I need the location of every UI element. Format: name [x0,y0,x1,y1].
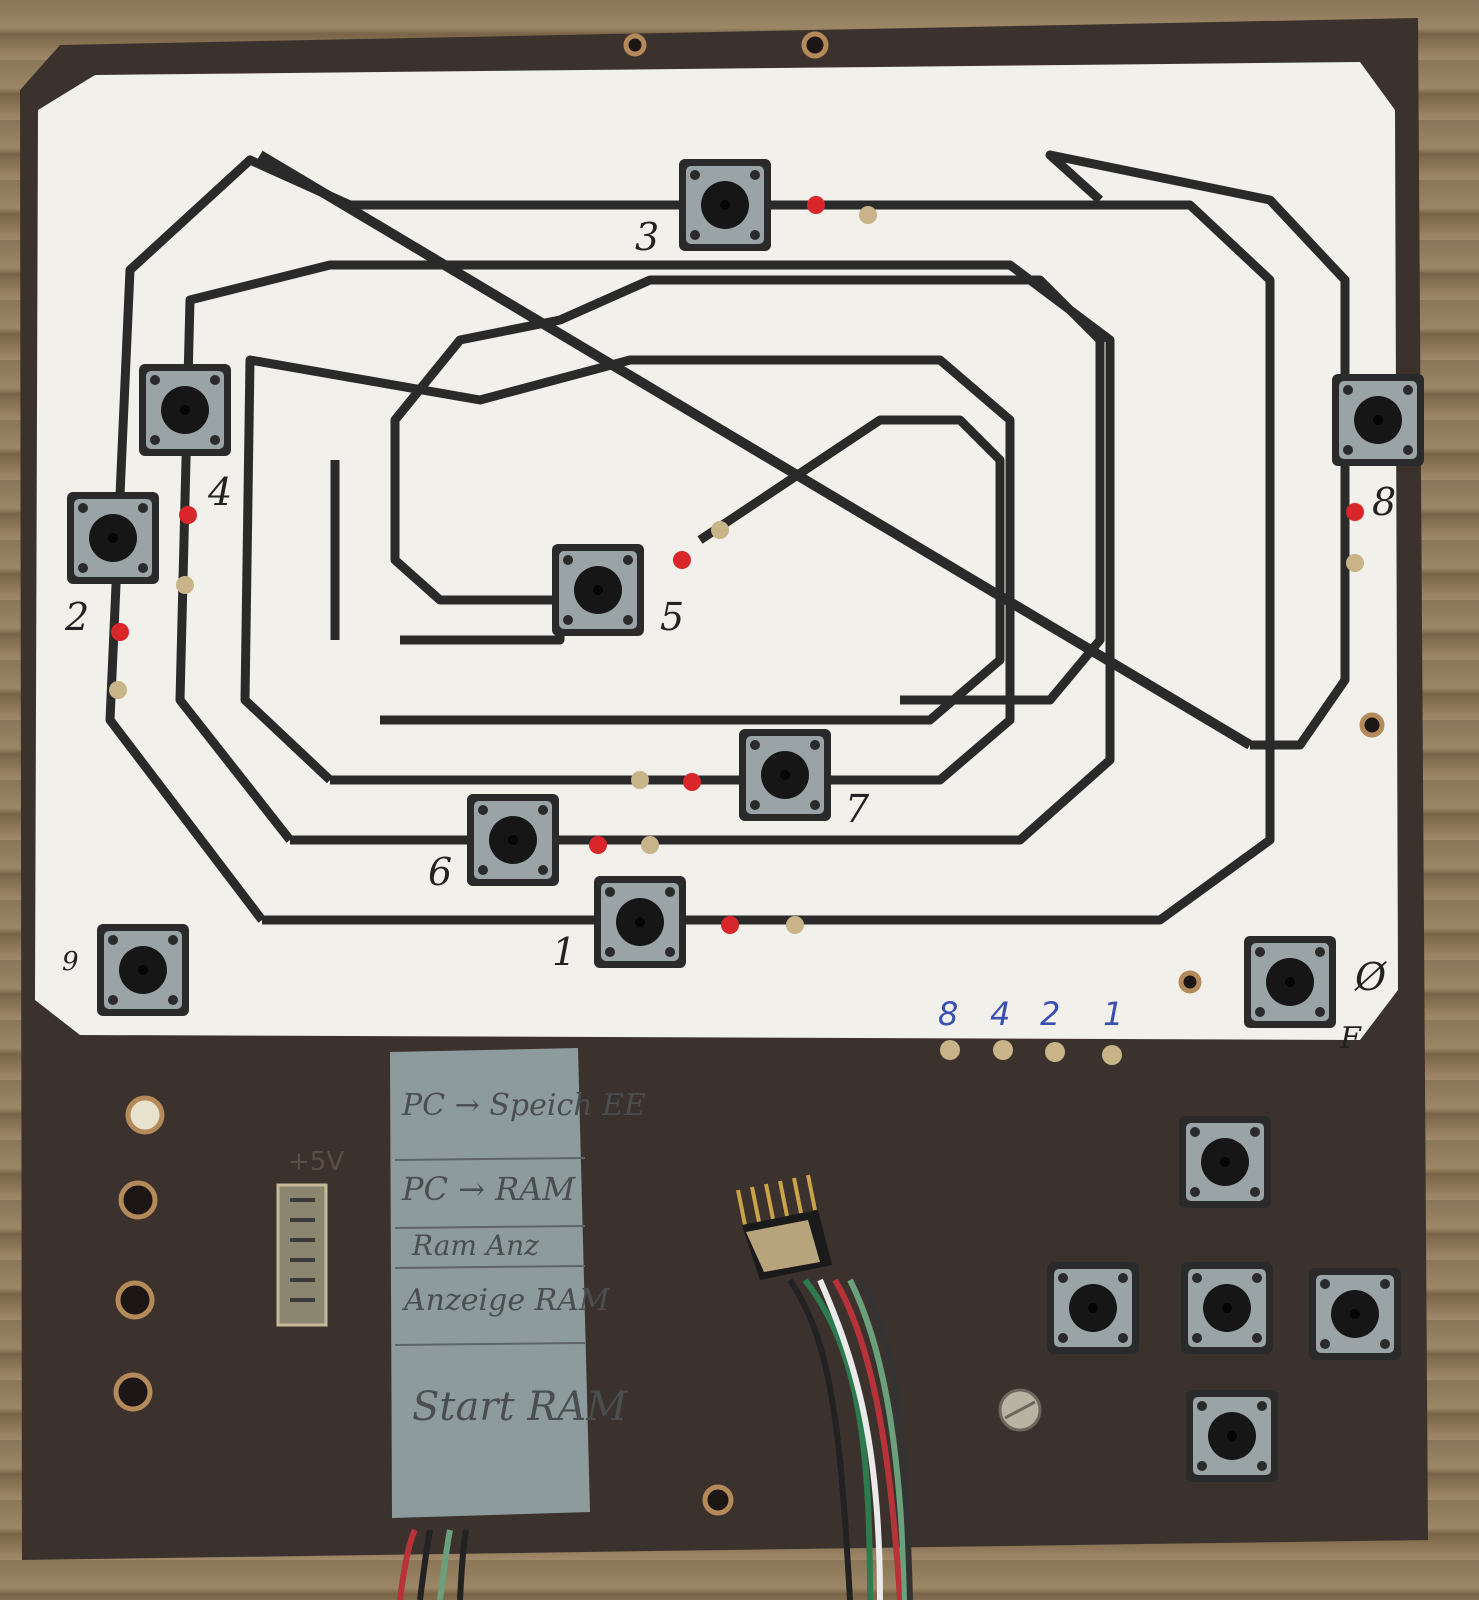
sensor-label-8: 8 [1372,480,1396,524]
led-clear [641,836,659,854]
sensor-button-2[interactable] [67,492,159,584]
note-line-4: Anzeige RAM [401,1283,611,1318]
sensor-labels: 3 4 2 5 8 7 6 1 9 Ø F [62,215,1396,1056]
track-diagonal [257,150,1253,750]
sensor-button-8[interactable] [1332,374,1424,466]
track-third-loop [240,355,1015,785]
note-card: PC → Speich EE PC → RAM Ram Anz Anzeige … [390,1048,646,1518]
led-red [683,773,701,791]
binary-led-8 [940,1040,960,1060]
hole [118,1180,158,1220]
keypad-button-right[interactable] [1309,1268,1401,1360]
paper-layout-sheet [35,62,1398,1040]
led-red [807,196,825,214]
track-inner-stub [380,415,1005,725]
led-clear [711,521,729,539]
hole [1359,712,1385,738]
led-red [589,836,607,854]
led-clear [631,771,649,789]
sensor-label-6: 6 [428,850,452,894]
track-inner-loop [390,275,1105,705]
sensor-button-1[interactable] [594,876,686,968]
led-clear [176,576,194,594]
led-red [111,623,129,641]
hole [623,33,647,57]
power-header [276,1183,328,1327]
sensor-button-6[interactable] [467,794,559,886]
binary-label-8: 8 [938,995,958,1033]
led-clear [1346,554,1364,572]
hole [125,1095,165,1135]
panel-holes [113,31,1385,1516]
ribbon-connector [397,1174,913,1600]
sensor-label-5: 5 [660,595,684,639]
binary-led-2 [1045,1042,1065,1062]
track-second-loop [175,260,1115,845]
keypad-button-left[interactable] [1047,1262,1139,1354]
binary-label-4: 4 [990,995,1010,1033]
power-connector: +5V [276,1147,344,1327]
binary-led-1 [1102,1045,1122,1065]
binary-led-4 [993,1040,1013,1060]
pushbutton-group [67,159,1424,1482]
note-line-2: PC → RAM [401,1170,576,1208]
led-red [179,506,197,524]
led-red [1346,503,1364,521]
sensor-button-3[interactable] [679,159,771,251]
hole [801,31,829,59]
hole [115,1280,155,1320]
keypad-button-bottom[interactable] [1186,1390,1278,1482]
sensor-label-1: 1 [552,930,576,974]
binary-label-2: 2 [1040,995,1060,1033]
sensor-label-3: 3 [635,215,659,259]
binary-labels: 8 4 2 1 [938,995,1123,1033]
sensor-button-4[interactable] [139,364,231,456]
sensor-button-5[interactable] [552,544,644,636]
sensor-label-9: 9 [62,947,79,977]
sensor-label-4: 4 [207,470,232,514]
note-line-3: Ram Anz [411,1229,539,1262]
hole [702,1484,734,1516]
led-red [673,551,691,569]
led-group [109,196,1364,1065]
sensor-label-7: 7 [845,787,870,831]
led-red [721,916,739,934]
sensor-button-9[interactable] [97,924,189,1016]
sensor-label-0: Ø [1354,955,1387,999]
led-clear [109,681,127,699]
keypad-button-top[interactable] [1179,1116,1271,1208]
binary-label-1: 1 [1103,995,1123,1033]
sensor-label-0-sub: F [1339,1021,1362,1056]
sensor-label-2: 2 [64,595,89,639]
keypad-button-center[interactable] [1181,1262,1273,1354]
note-line-1: PC → Speich EE [401,1088,646,1123]
sensor-button-0[interactable] [1244,936,1336,1028]
sensor-button-7[interactable] [739,729,831,821]
hole [113,1372,153,1412]
led-clear [786,916,804,934]
led-clear [859,206,877,224]
hole [1178,970,1202,994]
note-line-5: Start RAM [412,1384,628,1430]
track-right-loop [1045,150,1350,750]
power-label: +5V [288,1147,344,1177]
